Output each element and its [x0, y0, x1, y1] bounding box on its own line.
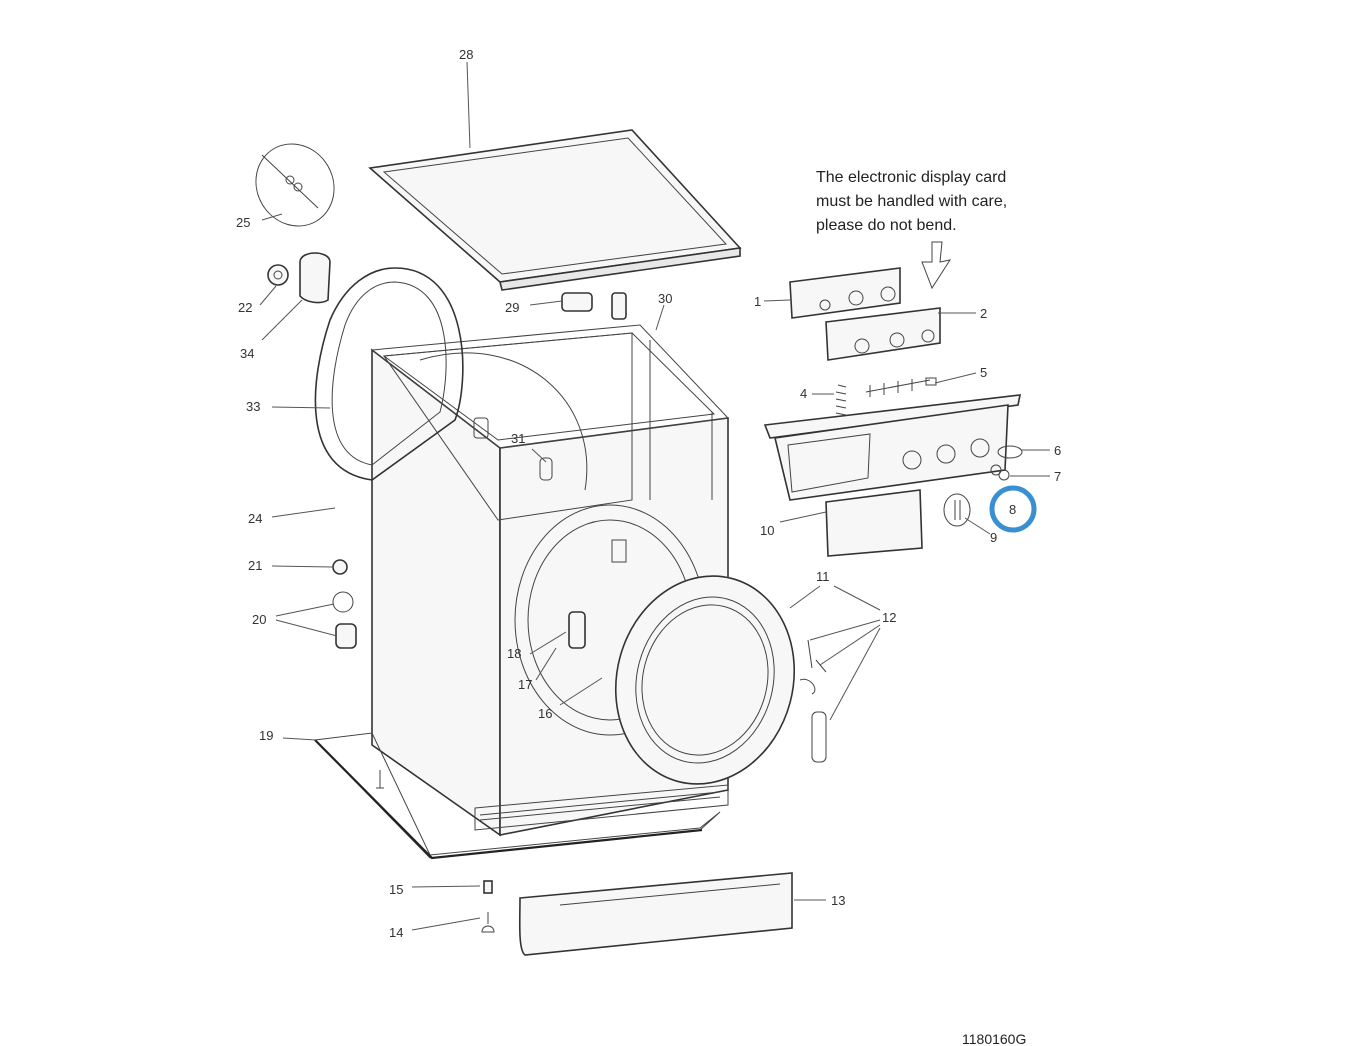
highlight-ring: [989, 485, 1037, 533]
part-label-4: 4: [800, 386, 807, 401]
note-line-3: please do not bend.: [816, 217, 957, 234]
part-label-16: 16: [538, 706, 552, 721]
part-label-22: 22: [238, 300, 252, 315]
part-label-6: 6: [1054, 443, 1061, 458]
part-label-30: 30: [658, 291, 672, 306]
part-label-14: 14: [389, 925, 403, 940]
part-label-9: 9: [990, 530, 997, 545]
handling-note: The electronic display card must be hand…: [816, 169, 1007, 234]
part-label-10: 10: [760, 523, 774, 538]
door-hinge-parts: [799, 639, 827, 763]
part-label-33: 33: [246, 399, 260, 414]
part-label-28: 28: [459, 47, 473, 62]
part-label-29: 29: [505, 300, 519, 315]
leader-lines: [259, 213, 1050, 931]
part-label-2: 2: [980, 306, 987, 321]
part-labels: 28 25 22 34 33 24 21 20 19 15 14 29 30 3…: [236, 47, 1061, 940]
part-label-21: 21: [248, 558, 262, 573]
part-label-20: 20: [252, 612, 266, 627]
part-label-31: 31: [511, 431, 525, 446]
small-left-parts: [255, 143, 627, 933]
base-plate-part: [313, 732, 721, 860]
part-label-17: 17: [518, 677, 532, 692]
part-label-7: 7: [1054, 469, 1061, 484]
part-label-11: 11: [816, 569, 830, 584]
drawing-code: 1180160G: [962, 1031, 1026, 1046]
display-card-parts: [789, 241, 952, 361]
part-label-15: 15: [389, 882, 403, 897]
part-label-12: 12: [882, 610, 896, 625]
part-label-1: 1: [754, 294, 761, 309]
part-label-19: 19: [259, 728, 273, 743]
part-label-34: 34: [240, 346, 254, 361]
note-line-2: must be handled with care,: [816, 193, 1007, 210]
highlight-part-8[interactable]: 8: [989, 485, 1037, 533]
part-label-18: 18: [507, 646, 521, 661]
door-assembly-part: [614, 575, 796, 785]
button-parts: [835, 377, 937, 416]
part-label-5: 5: [980, 365, 987, 380]
part-label-24: 24: [248, 511, 262, 526]
plinth-part: [518, 872, 793, 956]
part-label-25: 25: [236, 215, 250, 230]
drawer-front-part: [825, 489, 971, 557]
part-label-8: 8: [1009, 502, 1016, 517]
part-label-13: 13: [831, 893, 845, 908]
control-panel-part: [763, 394, 1023, 501]
top-lid-part: [368, 61, 742, 291]
door-gasket-part: [314, 267, 464, 481]
note-line-1: The electronic display card: [816, 169, 1006, 186]
